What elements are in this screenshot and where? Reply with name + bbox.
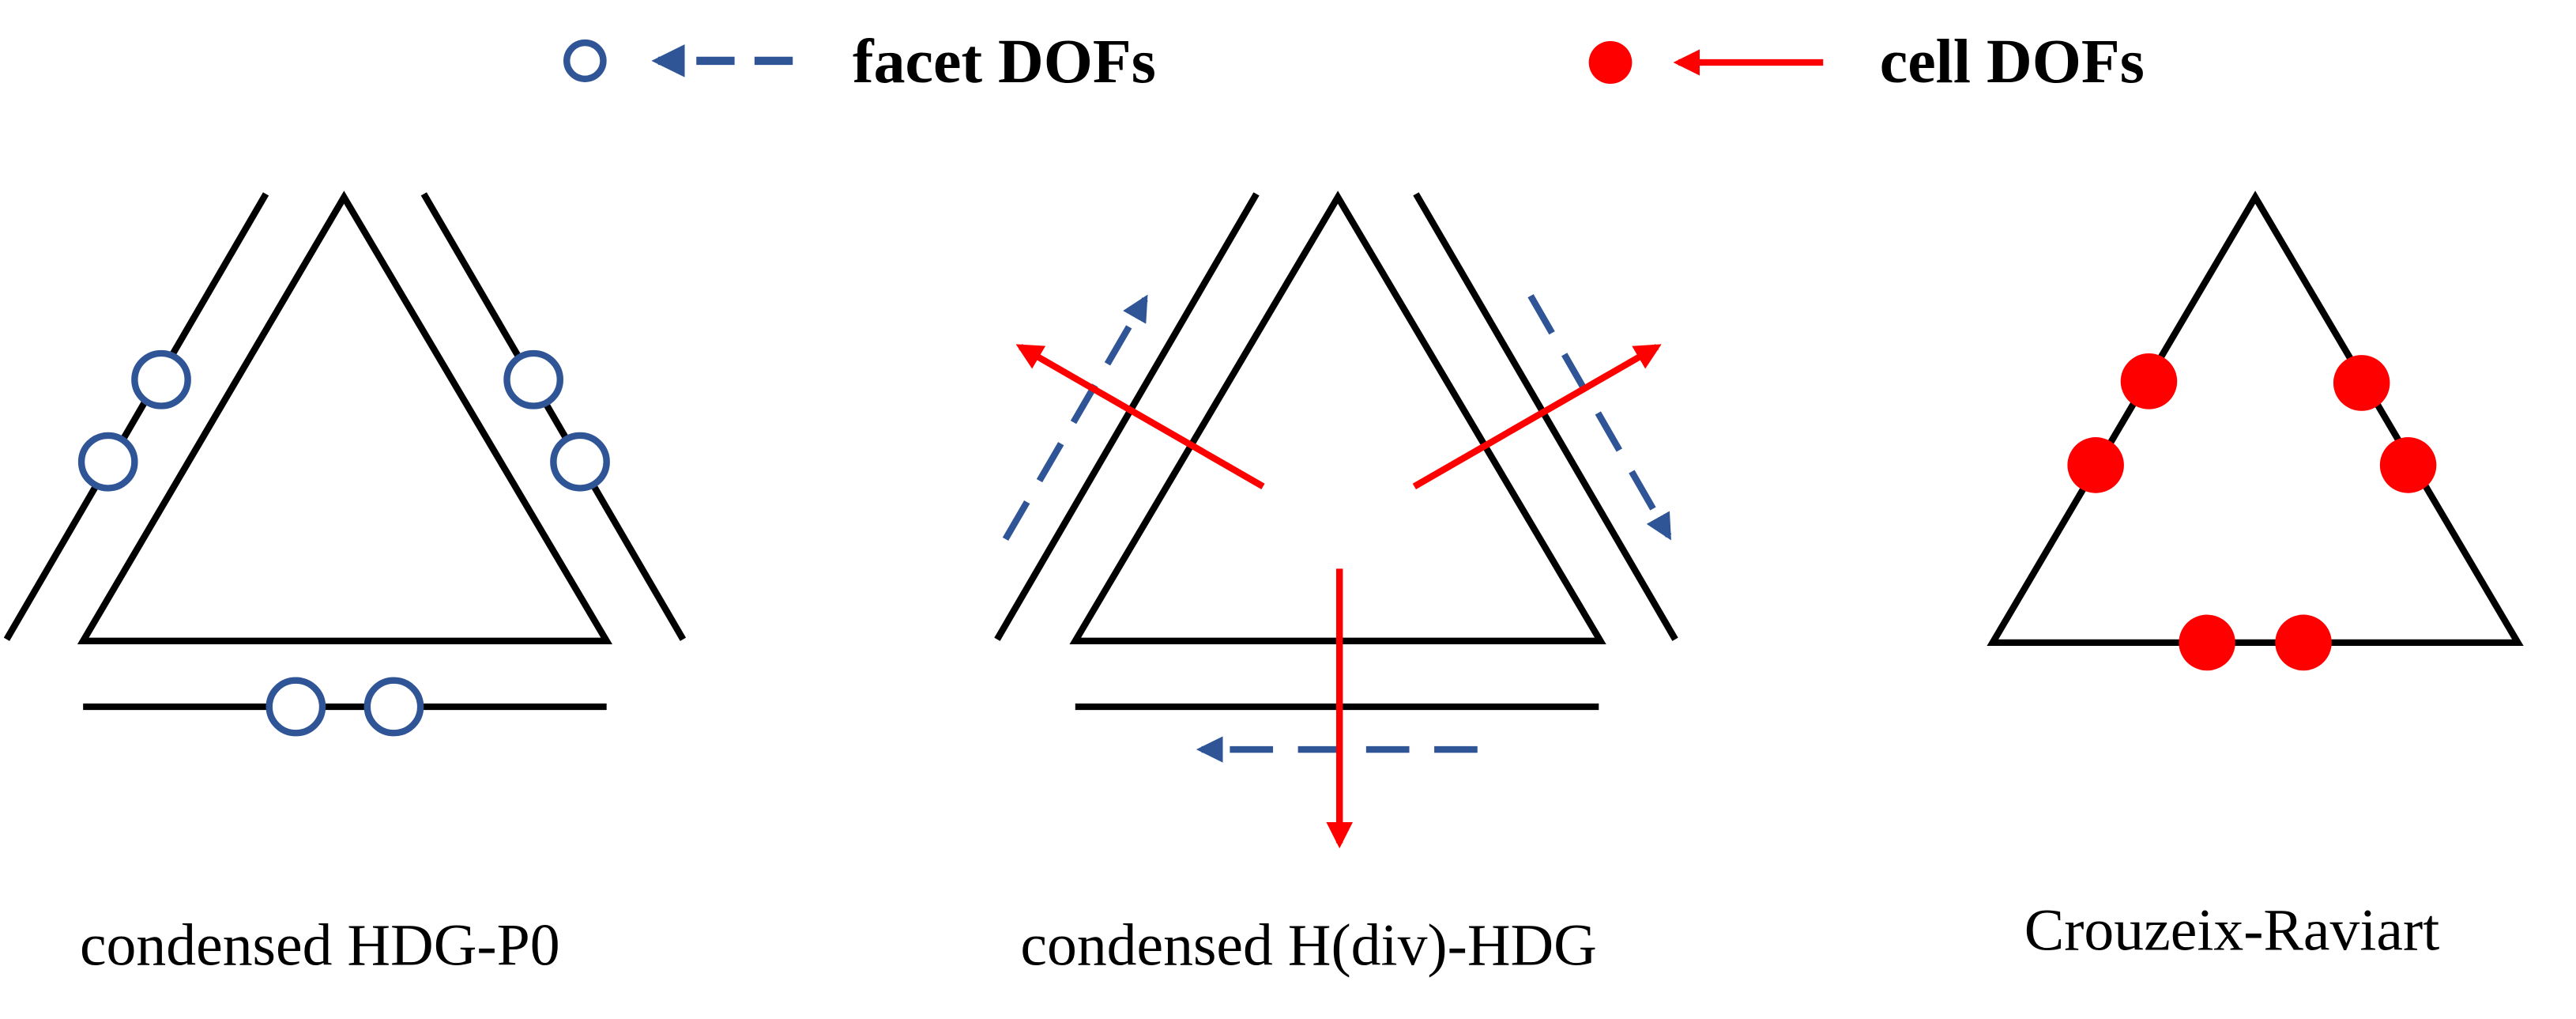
- cell-dof-icon: [2275, 614, 2332, 671]
- cell-dof-arrow-icon: [1412, 344, 1662, 489]
- facet-dof-arrow-icon: [1002, 294, 1148, 541]
- cell-dof-arrow-icon: [1015, 344, 1265, 489]
- cell-dof-icon: [2120, 353, 2178, 409]
- filled-circle-icon: [1588, 40, 1633, 85]
- legend-facet: facet DOFs: [563, 27, 1156, 96]
- facet-dof-icon: [503, 349, 563, 409]
- cell-dof-icon: [2333, 355, 2390, 411]
- facet-dof-icon: [266, 677, 326, 737]
- facet-left: [994, 192, 1260, 641]
- facet-right: [1413, 192, 1678, 641]
- facet-right: [420, 192, 687, 641]
- panel-hdg-p0: condensed HDG-P0: [3, 191, 687, 979]
- facet-dof-icon: [131, 349, 191, 409]
- cell-triangle: [77, 191, 613, 644]
- cell-dof-icon: [2379, 437, 2437, 493]
- facet-dof-icon: [363, 677, 424, 737]
- legend: facet DOFs cell DOFs: [563, 27, 2145, 96]
- panel-crouzeix-raviart: Crouzeix-Raviart: [1987, 191, 2524, 964]
- legend-cell: cell DOFs: [1588, 27, 2145, 96]
- facet-dof-arrow-icon: [1527, 294, 1672, 541]
- facet-left: [3, 192, 269, 641]
- panel-hdiv-hdg: condensed H(div)-HDG: [994, 191, 1678, 979]
- hollow-circle-icon: [563, 39, 607, 82]
- cell-dof-icon: [2179, 614, 2235, 671]
- legend-facet-label: facet DOFs: [853, 27, 1156, 96]
- cell-dof-icon: [2067, 437, 2124, 493]
- facet-dof-icon: [550, 432, 610, 492]
- panel-caption: condensed HDG-P0: [80, 913, 560, 979]
- cell-triangle: [1987, 191, 2524, 647]
- legend-cell-label: cell DOFs: [1880, 27, 2145, 96]
- panel-caption: condensed H(div)-HDG: [1020, 913, 1596, 979]
- panel-caption: Crouzeix-Raviart: [2024, 898, 2440, 964]
- facet-dof-icon: [77, 432, 138, 492]
